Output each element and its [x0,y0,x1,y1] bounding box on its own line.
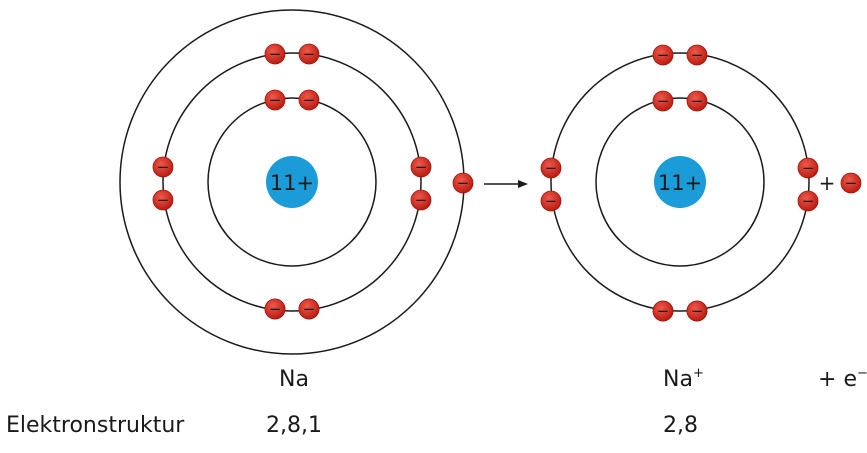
electron: − [410,189,432,211]
electron: − [152,156,174,178]
orbit-shell-2 [550,52,810,312]
released-electron: − [840,172,862,194]
ion-label: Na+ [663,366,704,392]
electron: − [298,298,320,320]
svg-text:−: − [269,91,282,109]
electron: − [652,44,674,66]
electron: − [540,190,562,212]
svg-text:−: − [545,192,558,210]
electron: − [652,300,674,322]
orbit-shell-2 [162,52,422,312]
svg-text:−: − [415,158,428,176]
electron: − [686,300,708,322]
nucleus-charge: 11+ [270,171,314,195]
electron: − [652,90,674,112]
svg-text:−: − [802,192,815,210]
nucleus [266,156,318,208]
svg-text:−: − [269,300,282,318]
svg-text:−: − [802,159,815,177]
svg-text:−: − [691,92,704,110]
svg-text:−: − [845,174,858,192]
svg-text:−: − [303,45,316,63]
electron: − [452,172,474,194]
electron: − [152,189,174,211]
reaction-arrow [484,180,528,188]
atom-electrons: −−−−−−−−−−−−− [152,43,474,320]
atom-electron-structure: 2,8,1 [266,413,322,438]
svg-text:−: − [415,191,428,209]
electron: − [264,89,286,111]
ion-electron-structure: 2,8 [663,413,698,438]
svg-text:−: − [157,191,170,209]
electron: − [264,298,286,320]
ion-label-charge: + [692,366,704,381]
atom-label: Na [279,367,309,392]
electron: − [298,89,320,111]
svg-text:−: − [303,91,316,109]
ion-label-symbol: Na [663,367,693,392]
svg-text:−: − [691,302,704,320]
svg-text:−: − [657,92,670,110]
electron-charge: − [856,366,867,381]
plus-sign: + [819,171,836,195]
row-label-electron-structure: Elektronstruktur [6,413,185,438]
svg-text:−: − [269,45,282,63]
electron: − [540,157,562,179]
nucleus-charge: 11+ [658,171,702,195]
orbit-shell-1 [595,97,765,267]
electron: − [797,190,819,212]
electron: − [264,43,286,65]
svg-text:−: − [157,158,170,176]
svg-text:−: − [691,46,704,64]
svg-text:−: − [657,302,670,320]
nucleus [654,156,706,208]
svg-text:−: − [457,174,470,192]
electron: − [686,90,708,112]
electron: − [797,157,819,179]
released-electron-label: + e− [818,366,867,392]
electron-symbol: e [843,367,857,392]
electron: − [840,172,862,194]
electron: − [298,43,320,65]
ion-electrons: −−−−−−−−−−−− [540,44,819,322]
svg-text:−: − [545,159,558,177]
svg-text:−: − [303,300,316,318]
electron: − [686,44,708,66]
sodium-atom: 11+ −−−−−−−−−−−−− [119,9,474,355]
orbit-shell-1 [207,97,377,267]
released-plus: + [818,367,837,392]
svg-text:−: − [657,46,670,64]
sodium-ion: 11+ −−−−−−−−−−−− [540,44,819,322]
electron: − [410,156,432,178]
